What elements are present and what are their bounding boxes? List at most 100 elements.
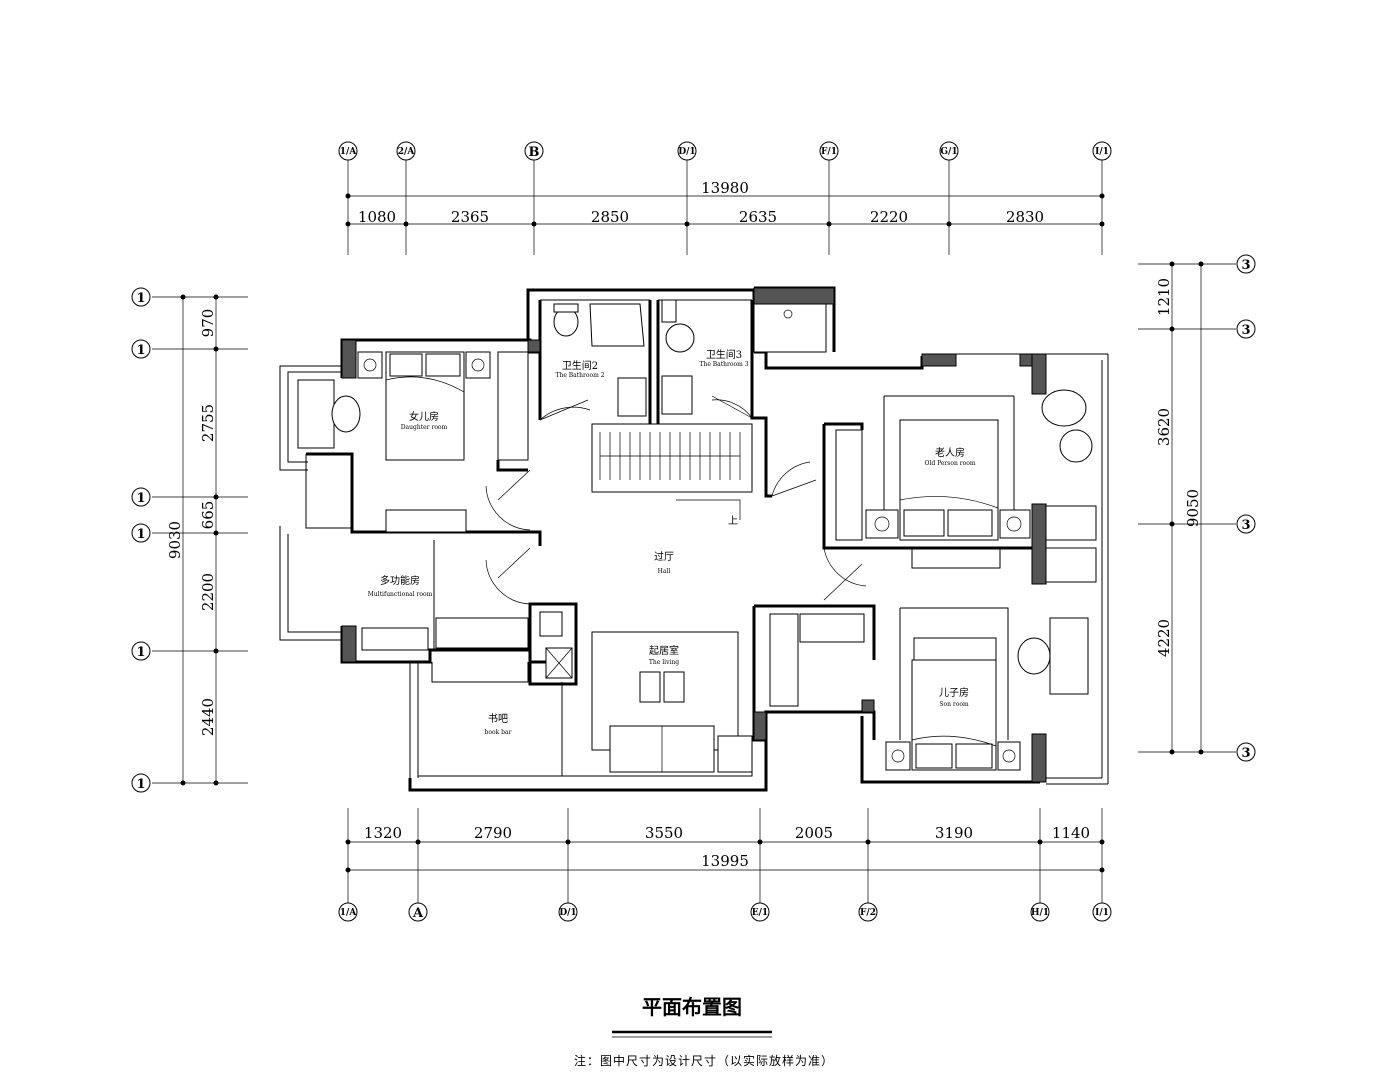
left-dimension-segment: 2755 [199, 404, 217, 442]
svg-text:2/A: 2/A [398, 147, 416, 157]
top-axis-bubble: F/1 [819, 141, 839, 161]
top-dimension-segment: 2830 [1006, 208, 1044, 226]
svg-text:D/1: D/1 [678, 147, 695, 157]
room-label-son: 儿子房 Son room [939, 686, 969, 708]
svg-text:1: 1 [136, 343, 145, 358]
structural-columns [341, 287, 1047, 783]
svg-text:1: 1 [136, 491, 145, 506]
svg-text:Daughter room: Daughter room [401, 424, 448, 431]
svg-text:卫生间2: 卫生间2 [562, 359, 598, 372]
right-axis-bubble: 3 [1236, 254, 1256, 274]
top-dimension-segment: 2635 [739, 208, 777, 226]
svg-text:The Bathroom 3: The Bathroom 3 [699, 361, 748, 368]
top-axis-bubble: D/1 [677, 141, 697, 161]
right-dimension-segment: 3620 [1155, 408, 1173, 446]
svg-text:书吧: 书吧 [488, 713, 508, 725]
door-swings [485, 395, 867, 605]
top-axis-bubble: 1/A [338, 141, 358, 161]
room-label-old-person: 老人房 Old Person room [924, 446, 975, 467]
room-label-bathroom-2: 卫生间2 The Bathroom 2 [555, 359, 604, 379]
svg-text:D/1: D/1 [559, 908, 576, 918]
left-dimension-segment: 970 [199, 309, 217, 338]
bottom-axis-bubble: 1/A [338, 902, 358, 922]
top-axis-bubble: B [524, 141, 544, 161]
svg-text:3: 3 [1241, 518, 1250, 533]
bottom-axis-bubble: D/1 [558, 902, 578, 922]
left-dimension-segment: 2440 [199, 698, 217, 736]
right-dimension-segment: 1210 [1155, 278, 1173, 316]
svg-text:3: 3 [1241, 258, 1250, 273]
svg-text:The living: The living [649, 659, 679, 666]
bottom-axis-bubble: E/1 [750, 902, 770, 922]
top-dimension-segment: 2220 [870, 208, 908, 226]
bottom-dimension-segment: 2790 [474, 824, 512, 842]
top-dimension-segment: 1080 [358, 208, 396, 226]
svg-text:F/1: F/1 [821, 147, 837, 157]
svg-text:女儿房: 女儿房 [409, 410, 439, 423]
left-axis-bubble: 1 [131, 773, 151, 793]
svg-text:老人房: 老人房 [935, 446, 965, 459]
bottom-axis-bubble: A [408, 902, 428, 922]
svg-text:B: B [529, 145, 540, 160]
svg-text:I/1: I/1 [1095, 147, 1109, 157]
svg-text:F/2: F/2 [860, 908, 876, 918]
bottom-axis-bubble: I/1 [1092, 902, 1112, 922]
room-label-living: 起居室 The living [649, 644, 679, 666]
bottom-axis-bubble: H/1 [1030, 902, 1050, 922]
top-axis-bubble: 2/A [396, 141, 416, 161]
svg-text:1/A: 1/A [340, 147, 358, 157]
left-dimension-segment: 2200 [199, 573, 217, 611]
left-axis-bubble: 1 [131, 487, 151, 507]
bottom-total-dimension: 13995 [701, 852, 749, 870]
right-axis-bubble: 3 [1236, 319, 1256, 339]
room-label-multifunctional: 多功能房 Multifunctional room [368, 574, 433, 598]
drawing-title: 平面布置图 [642, 995, 742, 1019]
left-total-dimension: 9030 [166, 521, 184, 559]
svg-text:Old Person room: Old Person room [924, 460, 975, 467]
bottom-dimension-segment: 1140 [1052, 824, 1090, 842]
left-axis-bubble: 1 [131, 523, 151, 543]
top-dimension-chain: 13980 1080 2365 2850 2635 2220 2830 1/A … [338, 141, 1112, 255]
svg-text:儿子房: 儿子房 [939, 686, 969, 699]
left-dimension-chain: 9030 970 2755 665 2200 2440 1 1 1 1 1 1 [131, 287, 248, 793]
svg-text:E/1: E/1 [752, 908, 768, 918]
left-axis-bubble: 1 [131, 287, 151, 307]
svg-text:1: 1 [136, 527, 145, 542]
svg-text:过厅: 过厅 [654, 550, 674, 563]
svg-text:卫生间3: 卫生间3 [706, 348, 742, 361]
top-axis-bubble: I/1 [1092, 141, 1112, 161]
right-total-dimension: 9050 [1184, 489, 1202, 527]
room-label-bathroom-3: 卫生间3 The Bathroom 3 [699, 348, 748, 368]
bottom-dimension-chain: 1320 2790 3550 2005 3190 1140 13995 1/A … [338, 808, 1112, 922]
bottom-dimension-segment: 3190 [935, 824, 973, 842]
top-dimension-segment: 2850 [591, 208, 629, 226]
svg-text:Son room: Son room [939, 701, 969, 708]
bottom-dimension-segment: 2005 [795, 824, 833, 842]
bottom-dimension-segment: 3550 [645, 824, 683, 842]
svg-text:H/1: H/1 [1031, 908, 1049, 918]
furniture [331, 299, 1097, 773]
room-label-hall: 过厅 Hall [654, 550, 674, 575]
staircase: 上 [591, 423, 753, 527]
svg-text:多功能房: 多功能房 [380, 574, 420, 587]
svg-text:The Bathroom 2: The Bathroom 2 [555, 372, 604, 379]
left-axis-bubble: 1 [131, 641, 151, 661]
svg-text:Multifunctional room: Multifunctional room [368, 591, 433, 598]
svg-text:G/1: G/1 [940, 147, 957, 157]
svg-text:A: A [412, 906, 424, 921]
svg-text:Hall: Hall [658, 568, 671, 575]
top-dimension-segment: 2365 [451, 208, 489, 226]
right-dimension-segment: 4220 [1155, 619, 1173, 657]
bottom-dimension-segment: 1320 [364, 824, 402, 842]
top-total-dimension: 13980 [701, 179, 749, 197]
stair-up-mark: 上 [728, 515, 738, 527]
bottom-axis-bubble: F/2 [858, 902, 878, 922]
svg-text:3: 3 [1241, 746, 1250, 761]
svg-text:I/1: I/1 [1095, 908, 1109, 918]
right-dimension-chain: 1210 3620 4220 9050 3 3 3 3 [1138, 254, 1256, 762]
svg-text:1: 1 [136, 777, 145, 792]
right-axis-bubble: 3 [1236, 742, 1256, 762]
svg-text:1: 1 [136, 645, 145, 660]
left-dimension-segment: 665 [199, 501, 217, 530]
